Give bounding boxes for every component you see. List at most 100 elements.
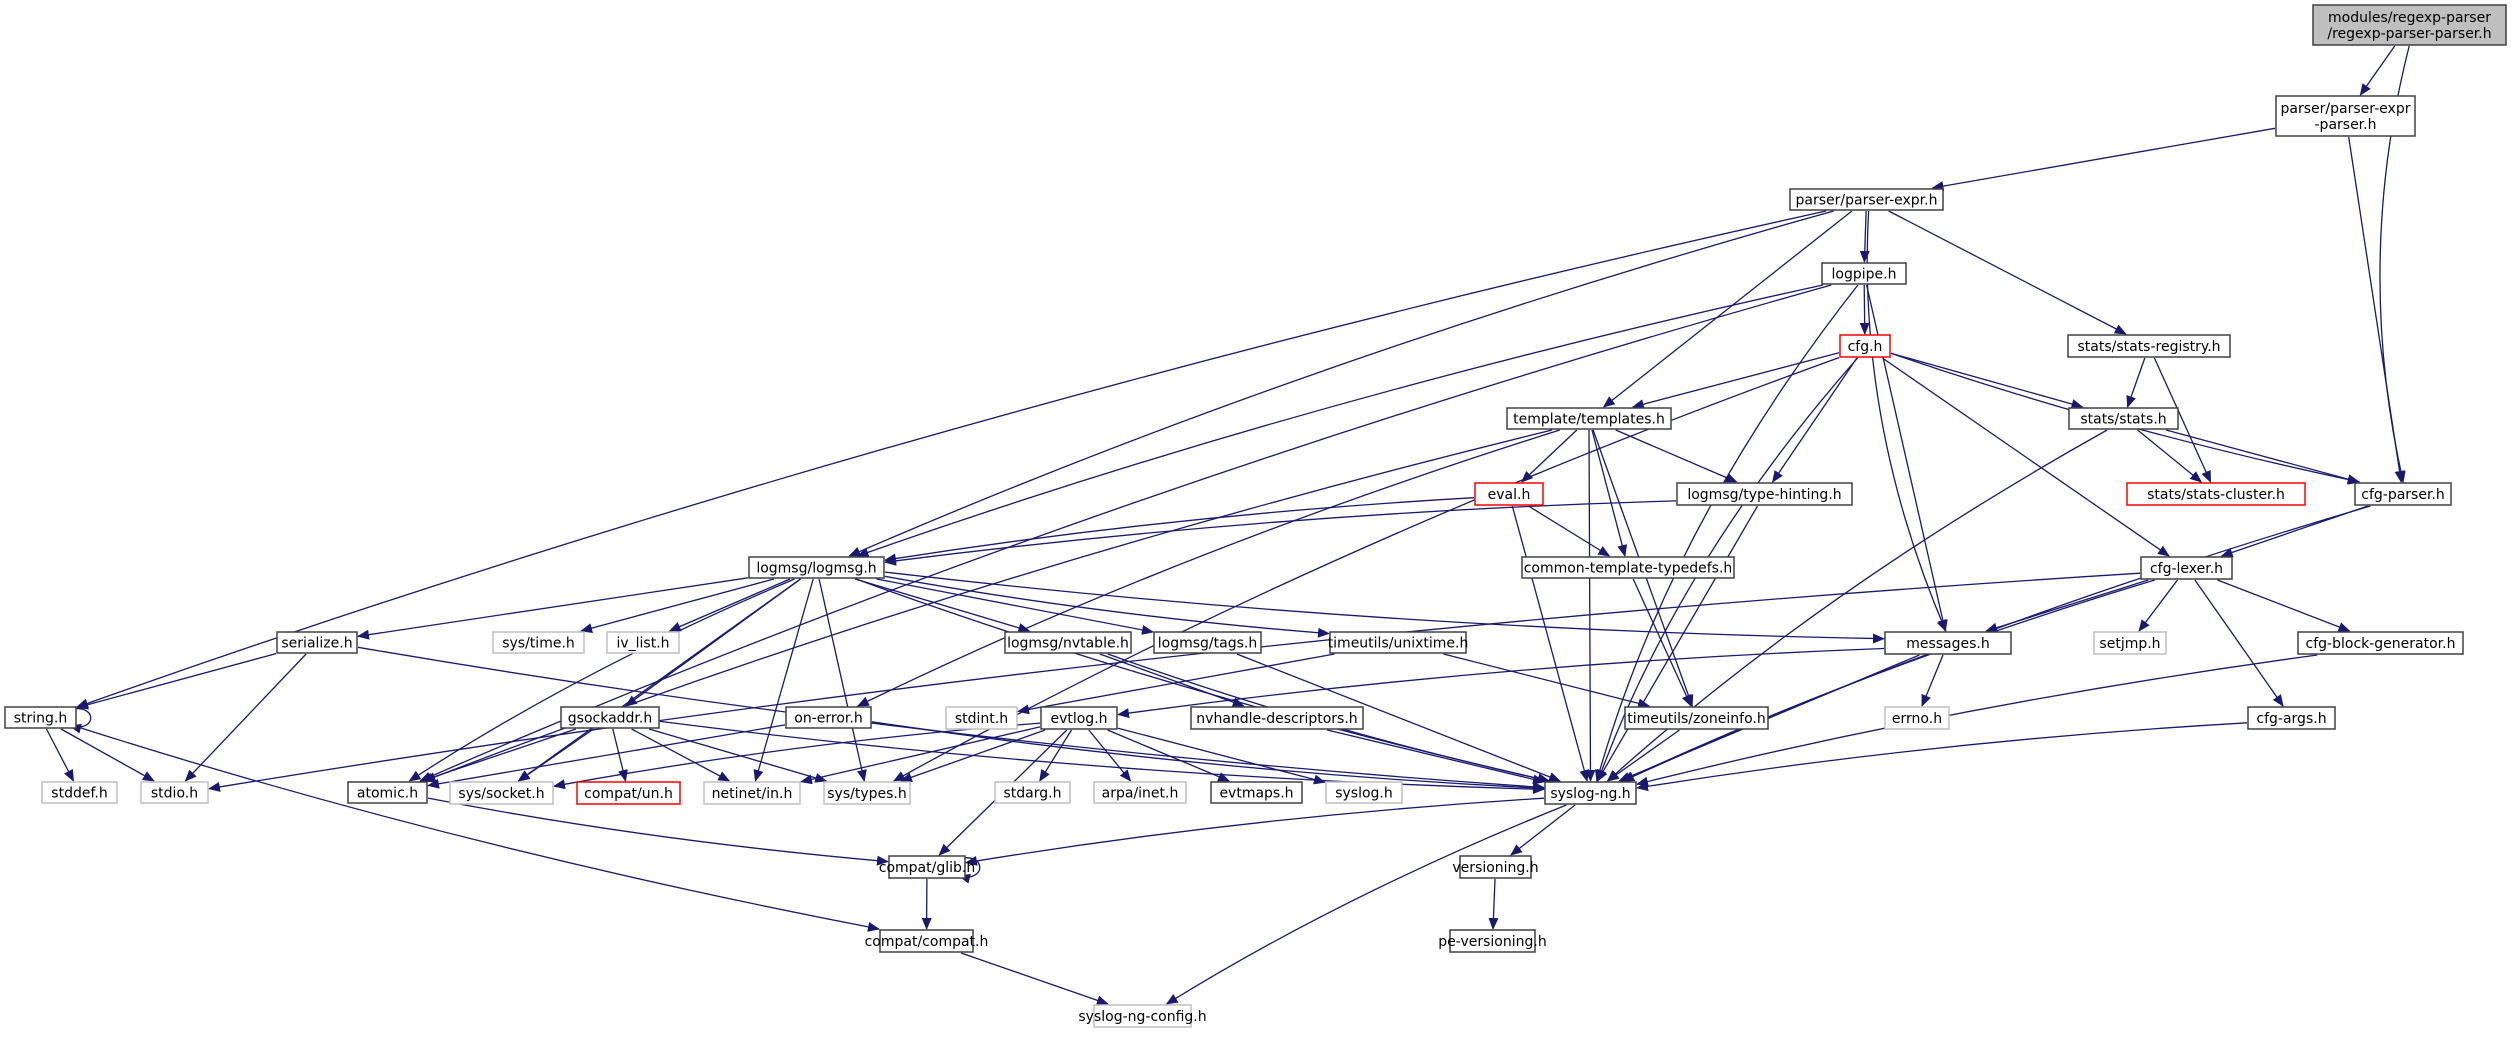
node-label: /regexp-parser-parser.h — [2327, 26, 2491, 42]
node-stats[interactable]: stats/stats.h — [2068, 407, 2179, 430]
edge-gsock-to-systypes — [648, 728, 828, 783]
edge-cfglexer-to-stdio — [208, 572, 2141, 792]
node-sngconfig: syslog-ng-config.h — [1078, 1004, 1207, 1028]
node-string[interactable]: string.h — [4, 706, 77, 729]
node-peversioning[interactable]: pe-versioning.h — [1438, 929, 1547, 953]
node-pep[interactable]: parser/parser-expr-parser.h — [2275, 95, 2416, 137]
edge-compat-to-sngconfig — [960, 952, 1109, 1006]
edge-pe-to-logmsg — [848, 210, 1834, 557]
node-box — [1821, 262, 1907, 285]
edge-logmsg-to-nvtable — [854, 578, 1031, 633]
edge-messages-to-errno — [1921, 654, 1944, 707]
node-box — [888, 855, 966, 879]
node-pe[interactable]: parser/parser-expr.h — [1789, 188, 1944, 211]
node-box — [1521, 556, 1735, 579]
edge-statsreg-to-statscl — [2153, 357, 2212, 483]
node-messages[interactable]: messages.h — [1884, 631, 2012, 655]
node-statscl[interactable]: stats/stats-cluster.h — [2126, 482, 2306, 506]
node-evtlog[interactable]: evtlog.h — [1040, 706, 1118, 730]
node-box — [4, 706, 77, 729]
node-gsock[interactable]: gsockaddr.h — [560, 706, 660, 729]
edge-evtlog-to-netinet — [800, 726, 1041, 785]
node-stdint: stdint.h — [945, 706, 1018, 730]
node-nvtable[interactable]: logmsg/nvtable.h — [1004, 631, 1132, 654]
node-box — [2354, 482, 2452, 506]
node-label: syslog-ng.h — [1550, 786, 1630, 802]
node-label: netinet/in.h — [712, 786, 793, 802]
node-systypes: sys/types.h — [823, 781, 911, 805]
node-stddef: stddef.h — [41, 781, 118, 804]
node-box — [2140, 556, 2233, 580]
node-cfg[interactable]: cfg.h — [1839, 334, 1891, 358]
node-label: cfg-lexer.h — [2150, 561, 2223, 577]
node-netinet: netinet/in.h — [703, 781, 801, 805]
node-box — [1210, 781, 1303, 804]
edge-cfg-to-cfglexer — [1882, 357, 2170, 557]
node-zoneinfo[interactable]: timeutils/zoneinfo.h — [1624, 706, 1769, 730]
node-versioning[interactable]: versioning.h — [1452, 855, 1539, 879]
node-evtmaps[interactable]: evtmaps.h — [1210, 781, 1303, 804]
node-cfgparser[interactable]: cfg-parser.h — [2354, 482, 2452, 506]
node-box — [2247, 706, 2336, 730]
node-label: template/templates.h — [1513, 412, 1665, 428]
node-box — [576, 781, 681, 805]
node-label: syslog-ng-config.h — [1078, 1009, 1206, 1025]
edge-unixtime-to-zoneinfo — [1443, 653, 1651, 709]
edge-messages-to-evtlog — [1117, 647, 1885, 719]
node-onerror[interactable]: on-error.h — [785, 706, 872, 729]
edge-string-to-compat — [76, 726, 880, 932]
node-ctt[interactable]: common-template-typedefs.h — [1521, 556, 1735, 579]
node-box — [449, 781, 554, 805]
node-syslogng[interactable]: syslog-ng.h — [1544, 781, 1637, 805]
node-cbg[interactable]: cfg-block-generator.h — [2297, 631, 2464, 655]
edge-onerror-to-syslogng — [871, 721, 1545, 793]
node-logpipe[interactable]: logpipe.h — [1821, 262, 1907, 285]
edge-cfg-to-templates — [1631, 352, 1840, 410]
node-box — [994, 781, 1071, 804]
node-box — [1093, 781, 1187, 804]
node-label: logmsg/type-hinting.h — [1687, 487, 1841, 503]
node-glib[interactable]: compat/glib.h — [879, 855, 975, 879]
node-unixtime[interactable]: timeutils/unixtime.h — [1328, 631, 1469, 654]
node-label: cfg-block-generator.h — [2306, 636, 2456, 652]
node-serialize[interactable]: serialize.h — [276, 631, 358, 654]
node-tags[interactable]: logmsg/tags.h — [1153, 631, 1262, 654]
node-label: timeutils/zoneinfo.h — [1627, 711, 1766, 727]
node-box — [347, 781, 428, 804]
node-label: nvhandle-descriptors.h — [1196, 711, 1357, 727]
node-box — [748, 556, 885, 579]
node-atomic[interactable]: atomic.h — [347, 781, 428, 804]
node-nvhd[interactable]: nvhandle-descriptors.h — [1190, 706, 1364, 730]
node-box — [1329, 631, 1467, 654]
node-label: parser/parser-expr.h — [1796, 193, 1938, 209]
edge-logpipe-to-messages — [1865, 284, 1948, 632]
edge-versioning-to-peversioning — [1488, 878, 1499, 930]
node-box — [1839, 334, 1891, 358]
node-label: logmsg/logmsg.h — [756, 561, 876, 577]
edge-evtlog-to-syslog — [1117, 727, 1326, 785]
node-root[interactable]: modules/regexp-parser/regexp-parser-pars… — [2312, 4, 2507, 46]
edge-pe-to-string — [76, 210, 1827, 709]
node-label: sys/types.h — [827, 786, 906, 802]
node-label: stats/stats.h — [2080, 412, 2166, 428]
node-statsreg[interactable]: stats/stats-registry.h — [2067, 334, 2231, 358]
node-box — [41, 781, 118, 804]
node-box — [1884, 631, 2012, 655]
node-templates[interactable]: template/templates.h — [1506, 407, 1672, 430]
node-eval[interactable]: eval.h — [1474, 482, 1544, 506]
node-logmsg[interactable]: logmsg/logmsg.h — [748, 556, 885, 579]
edge-logpipe-to-atomic — [419, 284, 1832, 782]
node-compatun[interactable]: compat/un.h — [576, 781, 681, 805]
node-cfgargs[interactable]: cfg-args.h — [2247, 706, 2336, 730]
node-label: logmsg/tags.h — [1158, 636, 1257, 652]
node-syssocket: sys/socket.h — [449, 781, 554, 805]
node-label: syslog.h — [1335, 786, 1393, 802]
edge-evtlog-to-systypes — [899, 729, 1046, 783]
node-cfglexer[interactable]: cfg-lexer.h — [2140, 556, 2233, 580]
edge-tags-to-syslogng — [1236, 653, 1561, 782]
node-compat[interactable]: compat/compat.h — [865, 929, 989, 953]
node-label: stats/stats-cluster.h — [2147, 487, 2285, 503]
edge-logmsg-to-messages — [884, 571, 1885, 644]
node-typehint[interactable]: logmsg/type-hinting.h — [1676, 482, 1853, 506]
node-label: sys/socket.h — [458, 786, 544, 802]
